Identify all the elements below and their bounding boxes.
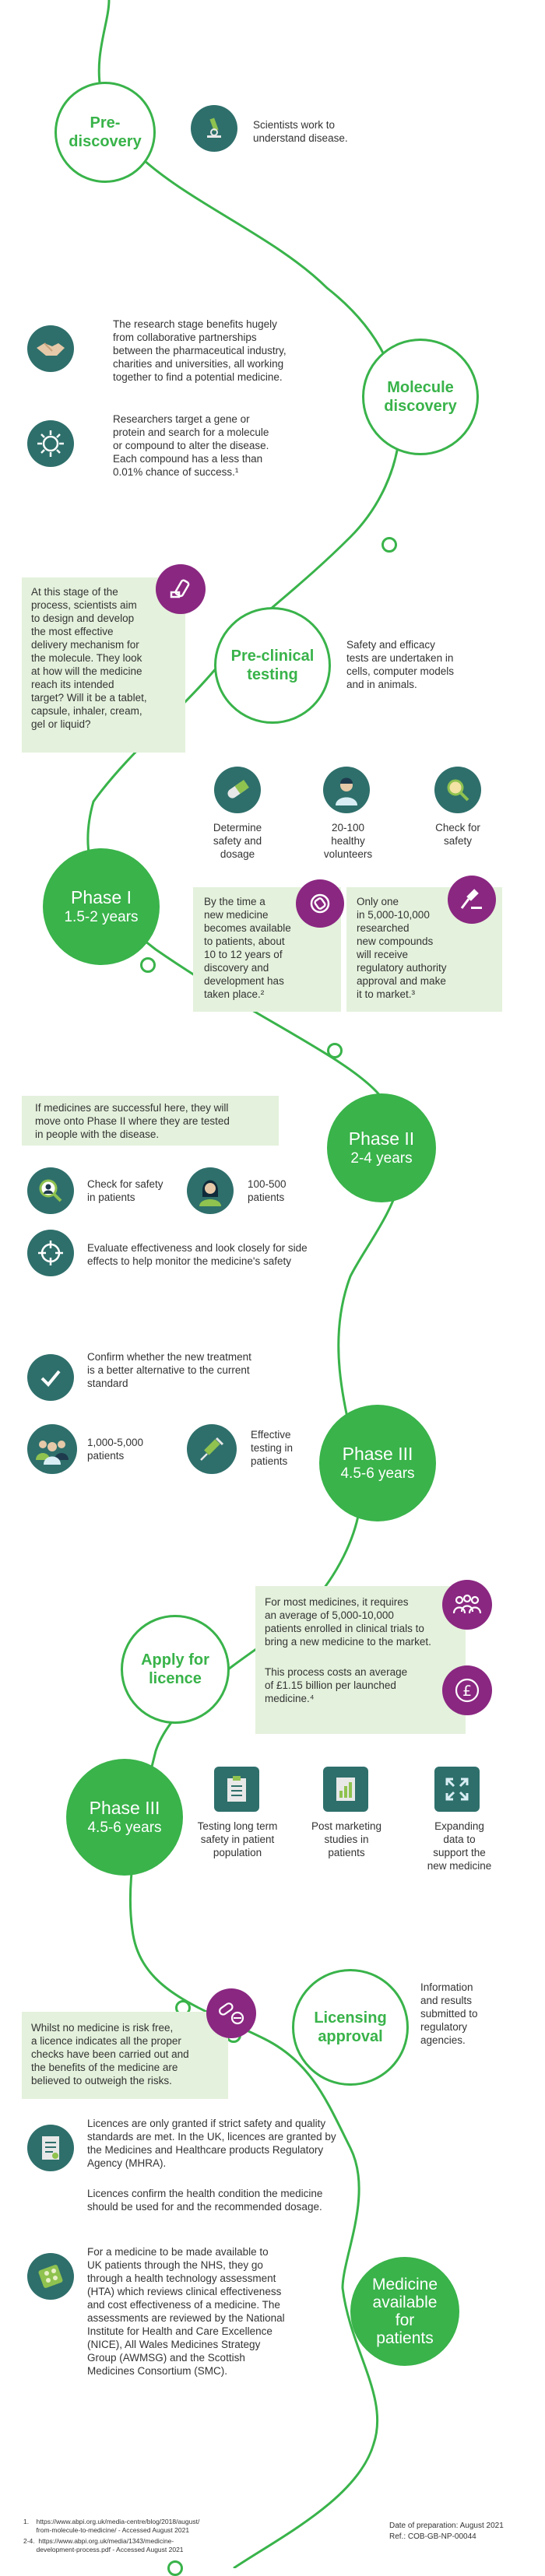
research-stage-text: The research stage benefits hugely from … <box>113 318 287 383</box>
stage-phase3: Phase III 4.5-6 years <box>319 1405 436 1521</box>
post-marketing-caption: Post marketing studies in patients <box>311 1820 382 1858</box>
stage-apply-licence: Apply for licence <box>121 1615 230 1724</box>
available-title: Medicine available for patients <box>371 2276 438 2347</box>
info-results-text: Information and results submitted to reg… <box>420 1981 478 2046</box>
stage-phase3b: Phase III 4.5-6 years <box>66 1759 183 1876</box>
confirm-text: Confirm whether the new treatment is a b… <box>87 1351 251 1389</box>
clipboard-icon <box>214 1767 259 1812</box>
group-icon <box>442 1580 492 1630</box>
expand-icon <box>434 1767 480 1812</box>
magnifier-person-icon <box>27 1167 74 1214</box>
svg-text:£: £ <box>462 1683 472 1700</box>
risk-free-box <box>22 2012 228 2099</box>
licences-confirm-text: Licences confirm the health condition th… <box>87 2188 323 2213</box>
available-nhs-text: For a medicine to be made available to U… <box>87 2246 285 2377</box>
expanding-caption: Expanding data to support the new medici… <box>427 1820 492 1872</box>
stage-phase2: Phase II 2-4 years <box>327 1093 436 1202</box>
stage-phase1: Phase I 1.5-2 years <box>43 848 160 965</box>
no-entry-icon <box>296 879 344 928</box>
by-the-time-text: By the time a new medicine becomes avail… <box>204 896 291 1000</box>
pill-pack-icon <box>27 2253 74 2300</box>
patient-icon <box>187 1167 234 1214</box>
check-safety-caption: Check for safety <box>435 822 480 847</box>
if-successful-box <box>22 1096 279 1146</box>
p1000-5000-text: 1,000-5,000 patients <box>87 1437 144 1462</box>
long-term-caption: Testing long term safety in patient popu… <box>197 1820 278 1858</box>
stage-licensing-approval: Licensing approval <box>292 1969 409 2086</box>
people-icon <box>27 1424 77 1474</box>
inhaler-icon <box>156 564 206 614</box>
trials-box <box>255 1586 466 1734</box>
stage-preclinical: Pre-clinical testing <box>214 607 331 724</box>
costs-text: This process costs an average of £1.15 b… <box>265 1666 408 1704</box>
microscope-icon <box>191 105 237 152</box>
document-icon <box>27 2125 74 2171</box>
delivery-text: At this stage of the process, scientists… <box>31 586 147 730</box>
phase3-title: Phase III <box>342 1444 413 1464</box>
doctor-icon <box>323 767 370 813</box>
most-medicines-text: For most medicines, it requires an avera… <box>265 1596 431 1648</box>
reference-2: 2-4. https://www.abpi.org.uk/media/1343/… <box>23 2537 184 2553</box>
path-node <box>140 957 156 973</box>
path-node <box>382 537 397 553</box>
evaluate-text: Evaluate effectiveness and look closely … <box>87 1242 308 1267</box>
stage-prediscovery: Pre- discovery <box>54 82 156 183</box>
safety-efficacy-text: Safety and efficacy tests are undertaken… <box>346 639 455 690</box>
stage-molecule-discovery: Molecule discovery <box>362 339 479 455</box>
phase2-title: Phase II <box>348 1128 415 1149</box>
date-of-preparation: Date of preparation: August 2021 <box>389 2522 504 2530</box>
pound-icon: £ <box>442 1665 492 1715</box>
phase3b-title: Phase III <box>89 1798 160 1818</box>
capsules-icon <box>206 1988 256 2038</box>
effective-text: Effective testing in patients <box>251 1429 294 1467</box>
gavel-icon <box>448 876 496 924</box>
pill-icon <box>214 767 261 813</box>
chart-icon <box>323 1767 368 1812</box>
target-icon <box>27 1230 74 1276</box>
check-patients-text: Check for safety in patients <box>87 1178 164 1203</box>
volunteers-caption: 20-100 healthy volunteers <box>323 822 373 860</box>
researchers-text: Researchers target a gene or protein and… <box>113 413 269 478</box>
virus-icon <box>27 420 74 467</box>
phase1-title: Phase I <box>71 887 132 907</box>
if-successful-text: If medicines are successful here, they w… <box>35 1102 230 1140</box>
handshake-icon <box>27 325 74 372</box>
phase3-years: 4.5-6 years <box>340 1465 415 1482</box>
magnifier-icon <box>434 767 481 813</box>
phase1-years: 1.5-2 years <box>64 909 139 925</box>
path-node <box>167 2560 183 2576</box>
licences-granted-text: Licences are only granted if strict safe… <box>87 2118 336 2169</box>
scientists-text: Scientists work to understand disease. <box>253 119 348 144</box>
syringe-icon <box>187 1424 237 1474</box>
delivery-box <box>22 577 185 753</box>
risk-free-text: Whilst no medicine is risk free, a licen… <box>31 2022 189 2086</box>
determine-caption: Determine safety and dosage <box>213 822 262 860</box>
p100-500-text: 100-500 patients <box>248 1178 287 1203</box>
only-one-text: Only one in 5,000-10,000 researched new … <box>357 896 447 1000</box>
reference-1: 1. https://www.abpi.org.uk/media-centre/… <box>23 2518 200 2534</box>
phase3b-years: 4.5-6 years <box>87 1820 162 1836</box>
check-icon <box>27 1354 74 1401</box>
phase2-years: 2-4 years <box>350 1150 413 1167</box>
stage-medicine-available: Medicine available for patients <box>350 2257 459 2366</box>
path-node <box>327 1043 343 1058</box>
reference-code: Ref.: COB-GB-NP-00044 <box>389 2532 476 2541</box>
